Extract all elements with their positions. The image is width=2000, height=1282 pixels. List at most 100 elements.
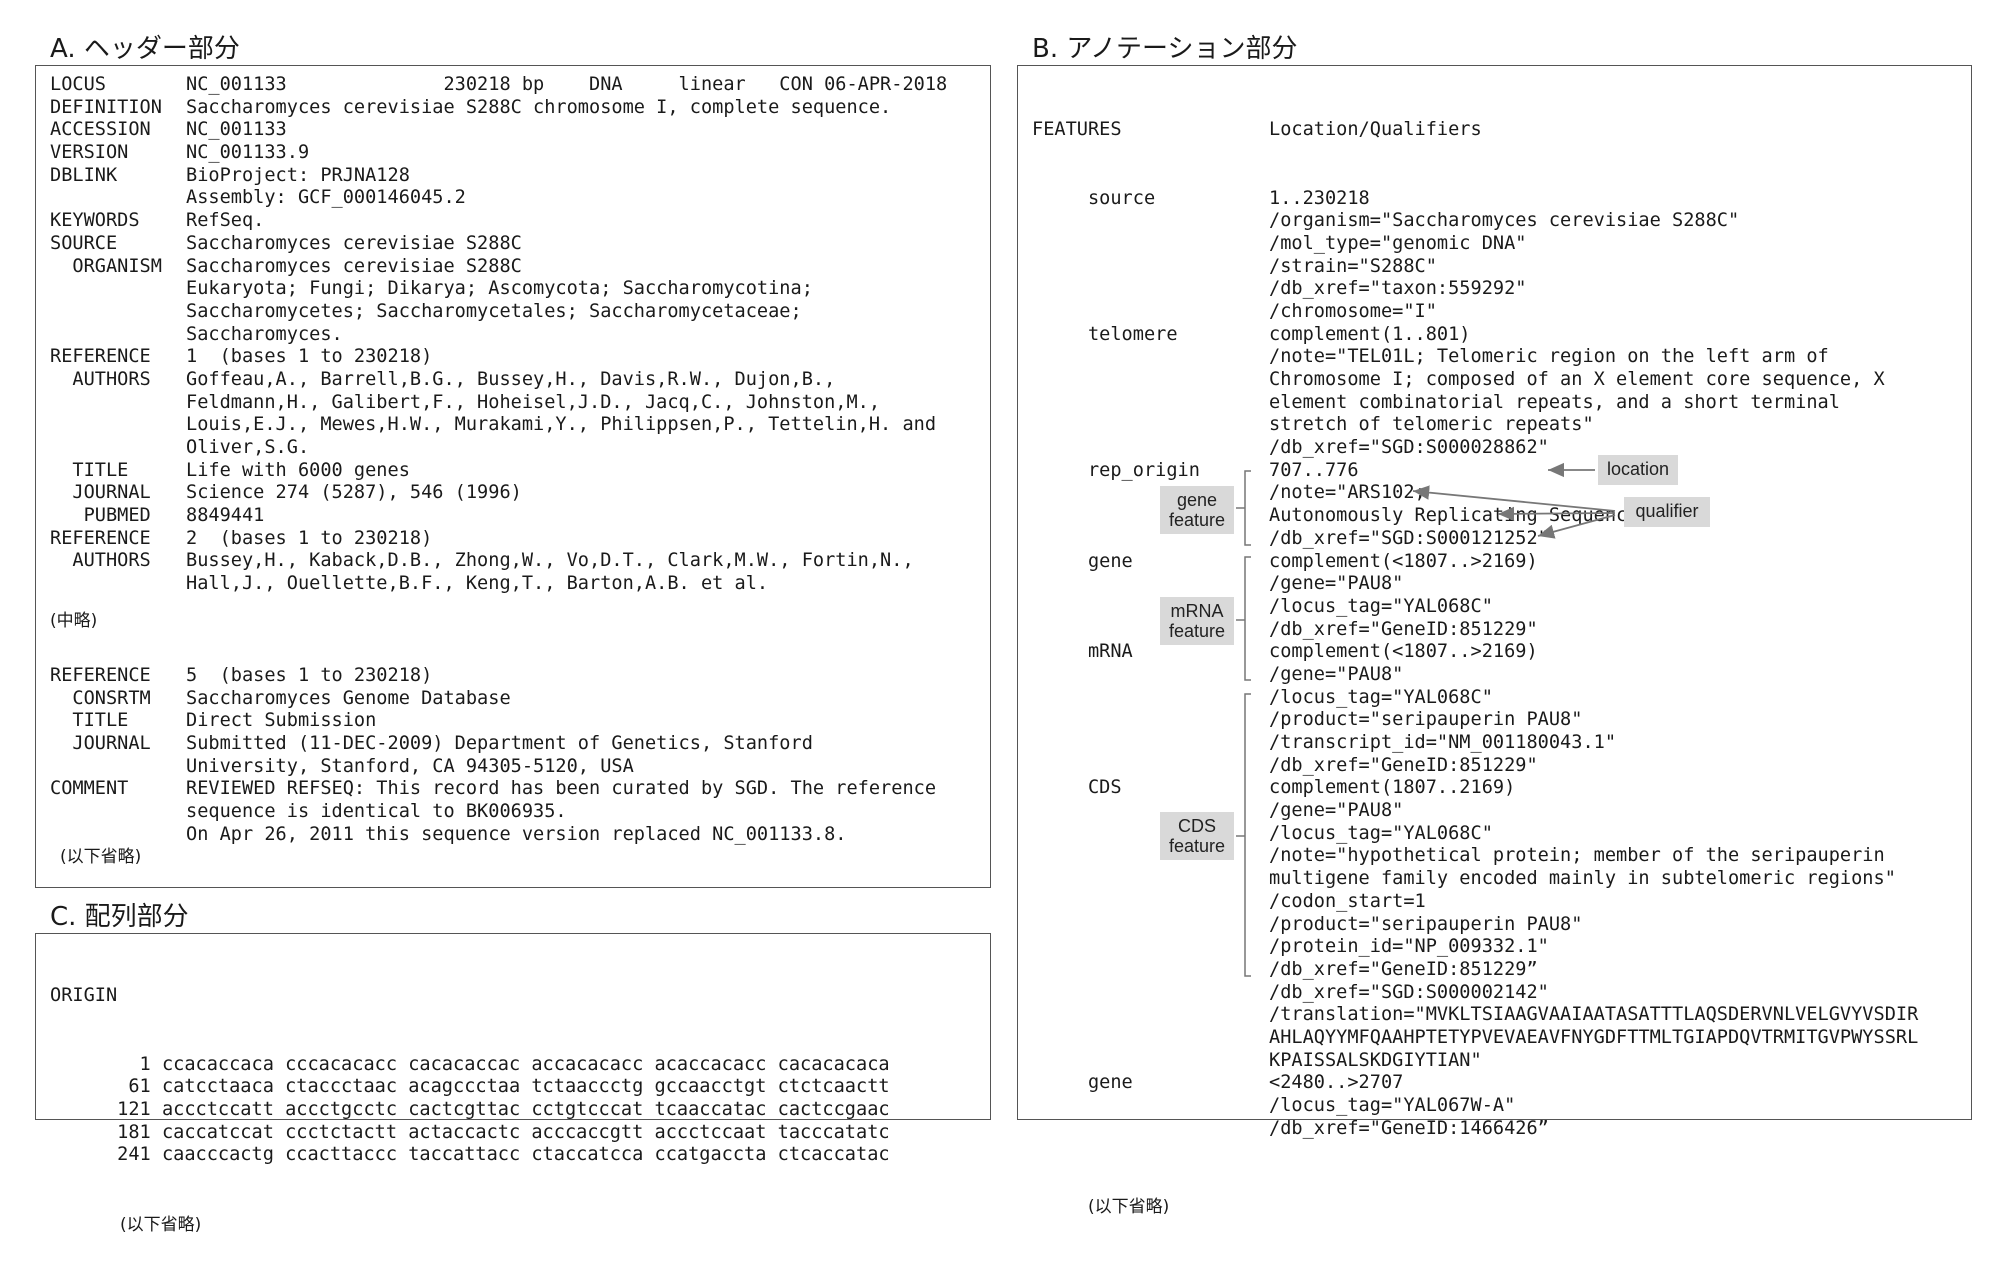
feature-key: gene [1032, 1072, 1133, 1094]
header-value: Saccharomycetes; Saccharomycetales; Sacc… [186, 300, 802, 322]
feature-value: /organism="Saccharomyces cerevisiae S288… [1269, 210, 1740, 232]
header-row: KEYWORDS RefSeq. [50, 210, 947, 233]
feature-key: telomere [1032, 323, 1178, 345]
feature-value: /locus_tag="YAL068C" [1269, 686, 1493, 708]
header-key: AUTHORS [50, 368, 151, 390]
feature-value: /db_xref="SGD:S000121252" [1269, 527, 1549, 549]
feature-row: telomere complement(1..801) [1032, 324, 1918, 347]
features-omitted: (以下省略) [1088, 1196, 1170, 1217]
header-row: Feldmann,H., Galibert,F., Hoheisel,J.D.,… [50, 392, 947, 415]
header-value: Saccharomyces Genome Database [186, 687, 511, 709]
sequence-row: 121 accctccatt accctgcctc cactcgttac cct… [50, 1098, 890, 1120]
feature-row: /product="seripauperin PAU8" [1032, 914, 1918, 937]
feature-value: /locus_tag="YAL068C" [1269, 822, 1493, 844]
header-row: Hall,J., Ouellette,B.F., Keng,T., Barton… [50, 573, 947, 596]
header-value: NC_001133 [186, 119, 287, 141]
feature-row: /gene="PAU8" [1032, 664, 1918, 687]
header-row: On Apr 26, 2011 this sequence version re… [50, 824, 947, 847]
feature-value: /locus_tag="YAL068C" [1269, 595, 1493, 617]
feature-row: /gene="PAU8" [1032, 573, 1918, 596]
feature-value: /codon_start=1 [1269, 890, 1426, 912]
header-key: KEYWORDS [50, 210, 140, 232]
feature-row: KPAISSALSKDGIYTIAN" [1032, 1050, 1918, 1073]
feature-value: complement(1..801) [1269, 323, 1471, 345]
feature-value: stretch of telomeric repeats" [1269, 414, 1594, 436]
feature-row: /locus_tag="YAL068C" [1032, 823, 1918, 846]
header-row: sequence is identical to BK006935. [50, 801, 947, 824]
header-key: VERSION [50, 142, 129, 164]
sequence-box: ORIGIN 1 ccacaccaca cccacacacc cacacacca… [35, 933, 991, 1235]
feature-value: /note="hypothetical protein; member of t… [1269, 845, 1885, 867]
feature-row: /strain="S288C" [1032, 256, 1918, 279]
qualifier-label: qualifier [1624, 497, 1710, 527]
feature-value: /product="seripauperin PAU8" [1269, 913, 1583, 935]
feature-row: Chromosome I; composed of an X element c… [1032, 369, 1918, 392]
header-section-title: A. ヘッダー部分 [50, 34, 240, 64]
header-key: LOCUS [50, 74, 106, 95]
header-key: AUTHORS [50, 550, 151, 572]
feature-value: complement(<1807..>2169) [1269, 550, 1538, 572]
feature-value: /protein_id="NP_009332.1" [1269, 936, 1549, 958]
feature-value: Chromosome I; composed of an X element c… [1269, 369, 1885, 390]
feature-row: /db_xref="GeneID:851229" [1032, 755, 1918, 778]
header-key: REFERENCE [50, 346, 151, 368]
feature-value: KPAISSALSKDGIYTIAN" [1269, 1049, 1482, 1071]
header-value: BioProject: PRJNA128 [186, 164, 410, 186]
origin-label: ORIGIN [50, 985, 118, 1007]
feature-value: /translation="MVKLTSIAAGVAAIAATASATTTLAQ… [1269, 1004, 1919, 1026]
feature-key: rep_origin [1032, 459, 1200, 481]
sequence-lines: ORIGIN 1 ccacaccaca cccacacacc cacacacca… [50, 940, 890, 1282]
header-row: Eukaryota; Fungi; Dikarya; Ascomycota; S… [50, 278, 947, 301]
feature-value: <2480..>2707 [1269, 1072, 1404, 1094]
header-key: SOURCE [50, 232, 118, 254]
feature-row: /db_xref="GeneID:1466426” [1032, 1118, 1918, 1141]
feature-row: /locus_tag="YAL068C" [1032, 687, 1918, 710]
feature-value: /strain="S288C" [1269, 255, 1437, 277]
feature-value: /db_xref="SGD:S000028862" [1269, 437, 1549, 459]
header-value: Oliver,S.G. [186, 437, 310, 458]
header-key: TITLE [50, 459, 129, 481]
header-value: RefSeq. [186, 210, 265, 232]
header-value: REVIEWED REFSEQ: This record has been cu… [186, 778, 937, 800]
header-value: Hall,J., Ouellette,B.F., Keng,T., Barton… [186, 573, 769, 595]
header-row: Saccharomyces. [50, 324, 947, 347]
feature-row: /db_xref="taxon:559292" [1032, 278, 1918, 301]
feature-row: /db_xref="SGD:S000002142" [1032, 982, 1918, 1005]
feature-value: /transcript_id="NM_001180043.1" [1269, 732, 1617, 753]
header-row: Oliver,S.G. [50, 437, 947, 460]
feature-key: mRNA [1032, 641, 1133, 663]
feature-value: 1..230218 [1269, 187, 1370, 209]
feature-value: element combinatorial repeats, and a sho… [1269, 391, 1840, 413]
header-value: Saccharomyces cerevisiae S288C [186, 255, 522, 277]
feature-value: /db_xref="GeneID:851229” [1269, 958, 1538, 980]
header-row: Saccharomycetes; Saccharomycetales; Sacc… [50, 301, 947, 324]
feature-value: /db_xref="GeneID:851229" [1269, 754, 1538, 776]
header-key: JOURNAL [50, 732, 151, 754]
feature-row: /organism="Saccharomyces cerevisiae S288… [1032, 210, 1918, 233]
feature-value: /db_xref="SGD:S000002142" [1269, 981, 1549, 1003]
feature-value: /db_xref="GeneID:851229" [1269, 618, 1538, 640]
feature-value: /product="seripauperin PAU8" [1269, 709, 1583, 731]
feature-row: /db_xref="GeneID:851229" [1032, 619, 1918, 642]
sequence-omitted: (以下省略) [120, 1215, 202, 1236]
feature-row: /locus_tag="YAL067W-A" [1032, 1095, 1918, 1118]
header-row: Louis,E.J., Mewes,H.W., Murakami,Y., Phi… [50, 414, 947, 437]
